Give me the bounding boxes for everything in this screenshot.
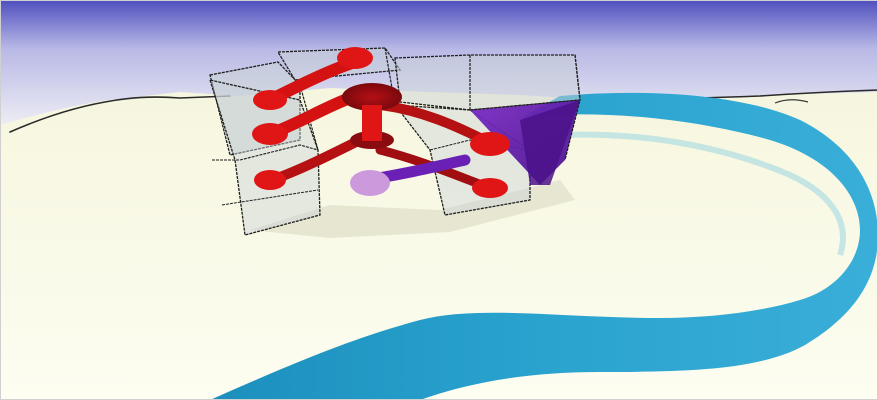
node	[337, 47, 373, 69]
node	[470, 132, 510, 156]
node	[472, 178, 508, 198]
node	[254, 170, 286, 190]
node	[253, 90, 287, 110]
node	[252, 123, 288, 145]
lilac-node	[350, 170, 390, 196]
